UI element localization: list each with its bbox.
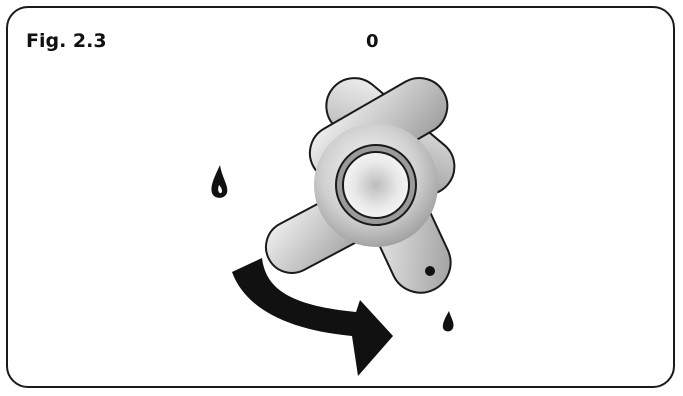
knob-hub xyxy=(343,152,409,218)
rotation-arrow-icon xyxy=(232,258,393,376)
control-knob xyxy=(257,67,466,303)
small-flame-icon xyxy=(443,311,454,331)
large-flame-icon xyxy=(211,165,227,198)
indicator-dot xyxy=(425,266,435,276)
